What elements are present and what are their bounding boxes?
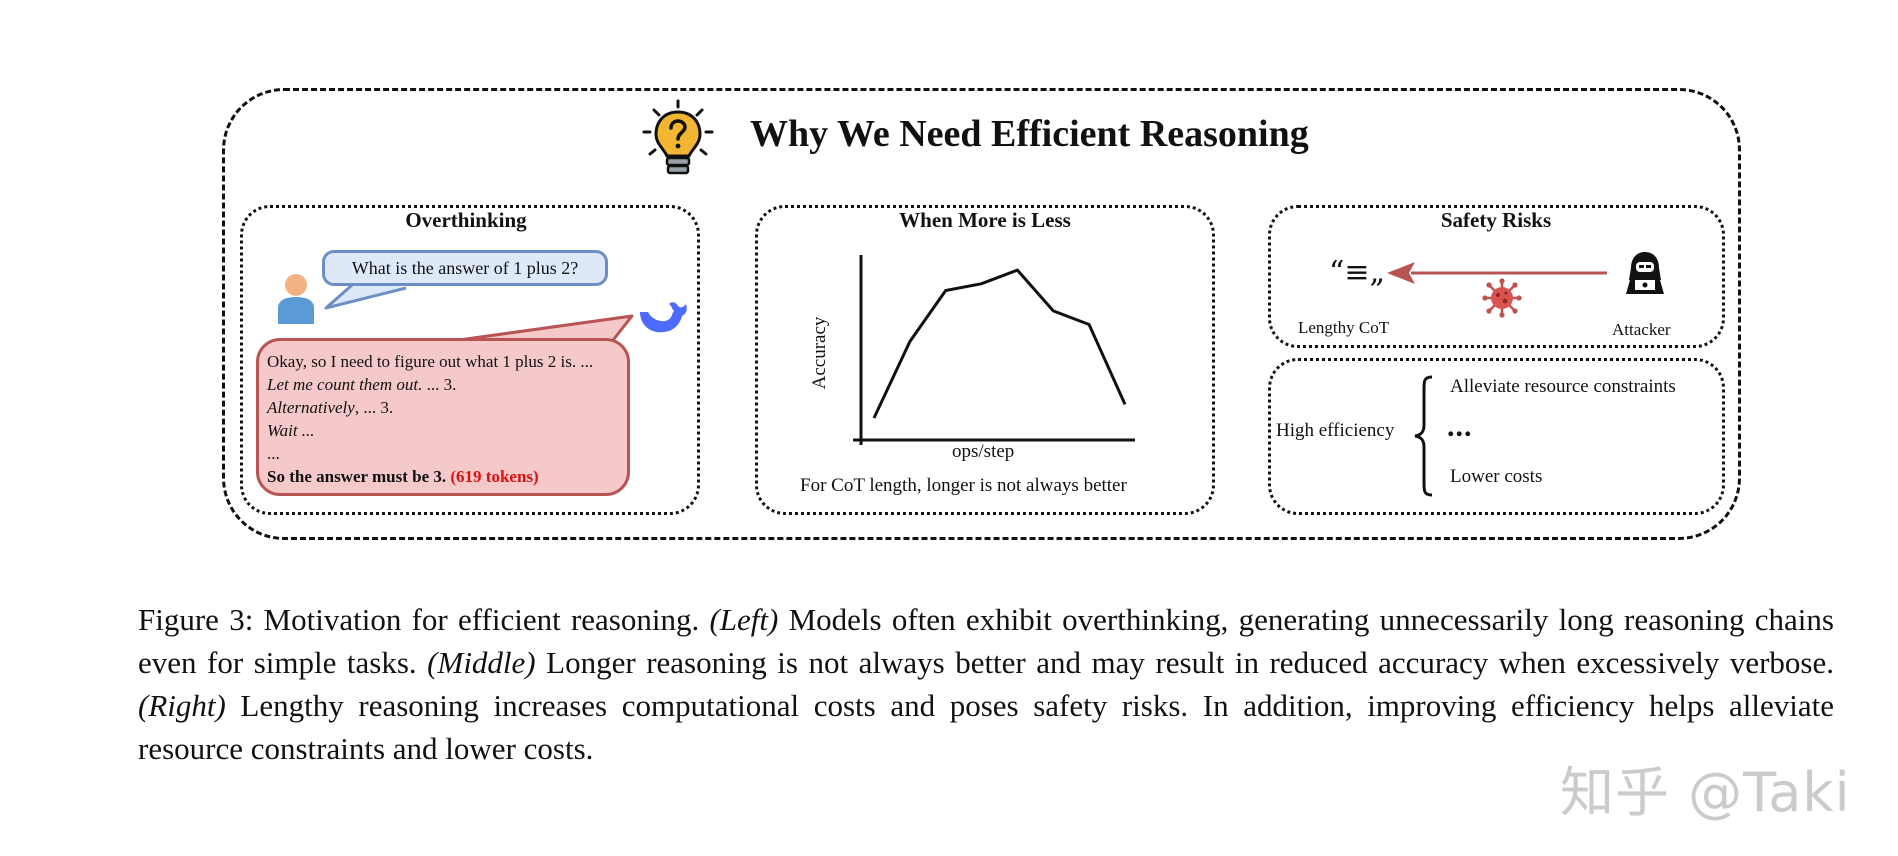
virus-icon [1482, 278, 1522, 318]
overthinking-title: Overthinking [405, 208, 527, 232]
efficiency-item: Lower costs [1450, 466, 1543, 487]
chart-caption: For CoT length, longer is not always bet… [800, 475, 1127, 496]
accuracy-chart [853, 255, 1135, 445]
answer-bubble: Okay, so I need to figure out what 1 plu… [256, 338, 630, 496]
accuracy-line [872, 268, 1127, 419]
chart-y-label: Accuracy [809, 316, 830, 390]
safety-risks-panel [1268, 205, 1725, 348]
figure-caption: Figure 3: Motivation for efficient reaso… [138, 602, 1834, 766]
answer-line: Alternatively, ... 3. [267, 398, 394, 417]
token-count: (619 tokens) [450, 467, 539, 486]
attack-arrow [1387, 262, 1607, 284]
lengthy-cot-label: Lengthy CoT [1298, 318, 1390, 337]
high-efficiency-label: High efficiency [1276, 420, 1395, 441]
safety-risks-title: Safety Risks [1440, 208, 1552, 232]
when-more-is-less-panel [755, 205, 1215, 515]
figure-title: Why We Need Efficient Reasoning [750, 113, 1309, 155]
caption-middle: (Middle) [427, 645, 536, 680]
answer-bubble-tail [429, 314, 634, 346]
caption-right: (Right) [138, 688, 226, 723]
user-icon [278, 274, 314, 324]
chart-x-label: ops/step [952, 441, 1015, 462]
answer-line: Wait ... [267, 421, 315, 440]
lightbulb-question-icon [642, 99, 714, 175]
outer-frame [222, 88, 1741, 540]
answer-line: Okay, so I need to figure out what 1 plu… [267, 352, 594, 371]
attacker-icon [1626, 252, 1664, 294]
overthinking-panel [240, 205, 700, 515]
efficiency-item: Alleviate resource constraints [1450, 376, 1676, 397]
when-more-is-less-title: When More is Less [899, 208, 1071, 232]
deepseek-whale-icon [640, 302, 687, 333]
lengthy-cot-icon: “≡„ [1329, 255, 1386, 290]
answer-line: So the answer must be 3. (619 tokens) [267, 467, 539, 486]
caption-left: (Left) [709, 602, 779, 637]
high-efficiency-panel [1268, 358, 1725, 515]
answer-line: Let me count them out. ... 3. [267, 375, 457, 394]
question-bubble: What is the answer of 1 plus 2? [322, 250, 608, 286]
answer-line: ... [267, 444, 280, 463]
attacker-label: Attacker [1612, 320, 1671, 339]
watermark: 知乎 @Taki [1560, 761, 1851, 824]
curly-brace [1414, 375, 1433, 497]
efficiency-item: ... [1447, 410, 1473, 443]
